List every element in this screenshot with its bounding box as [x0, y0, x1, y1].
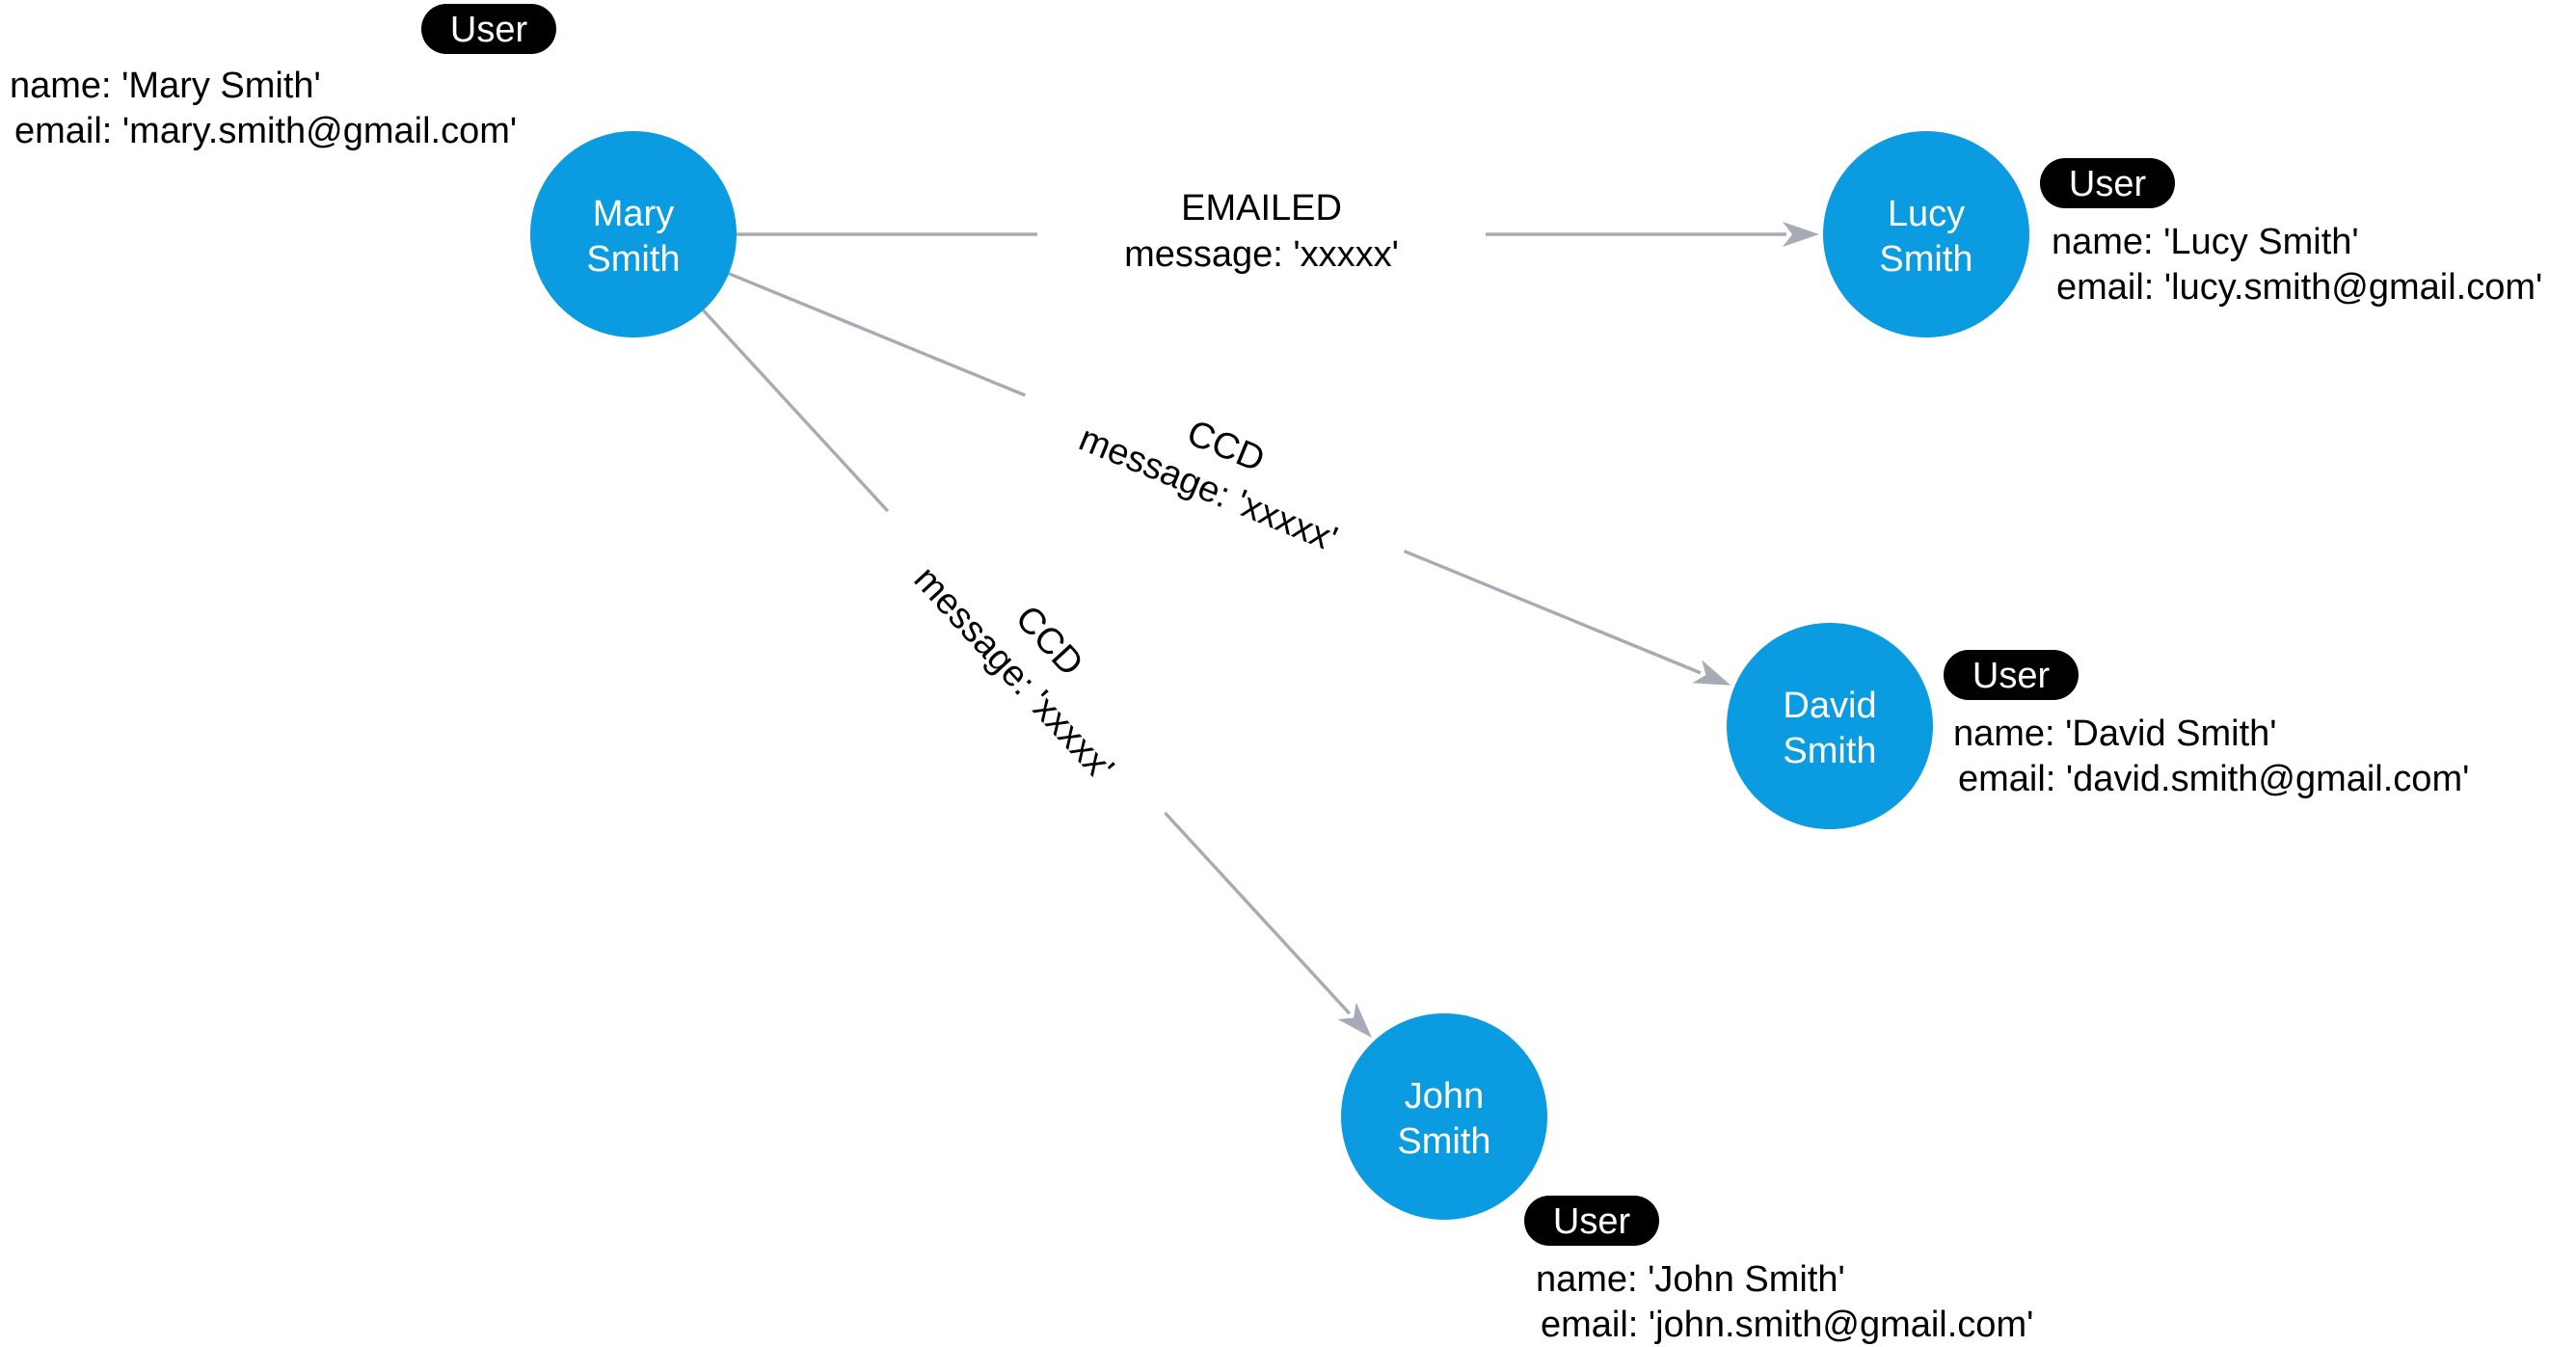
arrowhead-icon [1783, 222, 1819, 247]
node-caption: Lucy [1888, 194, 1965, 234]
node-caption: Mary [593, 194, 674, 234]
node-circle[interactable] [1341, 1013, 1547, 1220]
node-label-text: User [1972, 656, 2051, 696]
node-caption: Smith [1879, 239, 1972, 280]
node-label-text: User [450, 10, 528, 50]
node-circle[interactable] [530, 131, 737, 337]
relationship-line-start[interactable] [728, 272, 1027, 397]
node-caption: Smith [1783, 731, 1876, 771]
node-caption: John [1405, 1076, 1484, 1117]
node-property: email: 'david.smith@gmail.com' [1958, 759, 2469, 799]
node-label-text: User [2069, 164, 2147, 204]
node-circle[interactable] [1823, 131, 2029, 337]
relationship-line-end[interactable] [1403, 549, 1702, 675]
relationship-type-label: EMAILED [1181, 188, 1342, 229]
node-property: name: 'David Smith' [1953, 714, 2277, 754]
arrowhead-icon [1337, 1002, 1372, 1038]
node-label-badge: User [1524, 1196, 1659, 1246]
relationship-lucy[interactable]: EMAILED message: 'xxxxx' [737, 188, 1819, 275]
node-property: email: 'lucy.smith@gmail.com' [2056, 267, 2542, 308]
node-property: name: 'Lucy Smith' [2052, 222, 2359, 262]
node-property: email: 'mary.smith@gmail.com' [14, 111, 517, 151]
node-caption: David [1783, 686, 1876, 726]
node-label-text: User [1553, 1201, 1631, 1242]
node-label-badge: User [1944, 650, 2079, 700]
node-circle[interactable] [1727, 623, 1933, 829]
node-label-badge: User [2040, 158, 2175, 208]
node-property: name: 'Mary Smith' [10, 66, 321, 106]
node-property: email: 'john.smith@gmail.com' [1541, 1305, 2033, 1345]
relationship-property: message: 'xxxxx' [1124, 234, 1399, 275]
relationship-line-end[interactable] [1164, 811, 1352, 1015]
relationship-line-start[interactable] [702, 309, 890, 513]
node-caption: Smith [586, 239, 680, 280]
node-label-badge: User [421, 4, 556, 54]
relationship-property: message: 'xxxxx' [906, 559, 1122, 789]
node-property: name: 'John Smith' [1536, 1259, 1845, 1300]
arrowhead-icon [1692, 660, 1731, 686]
node-caption: Smith [1397, 1121, 1490, 1162]
